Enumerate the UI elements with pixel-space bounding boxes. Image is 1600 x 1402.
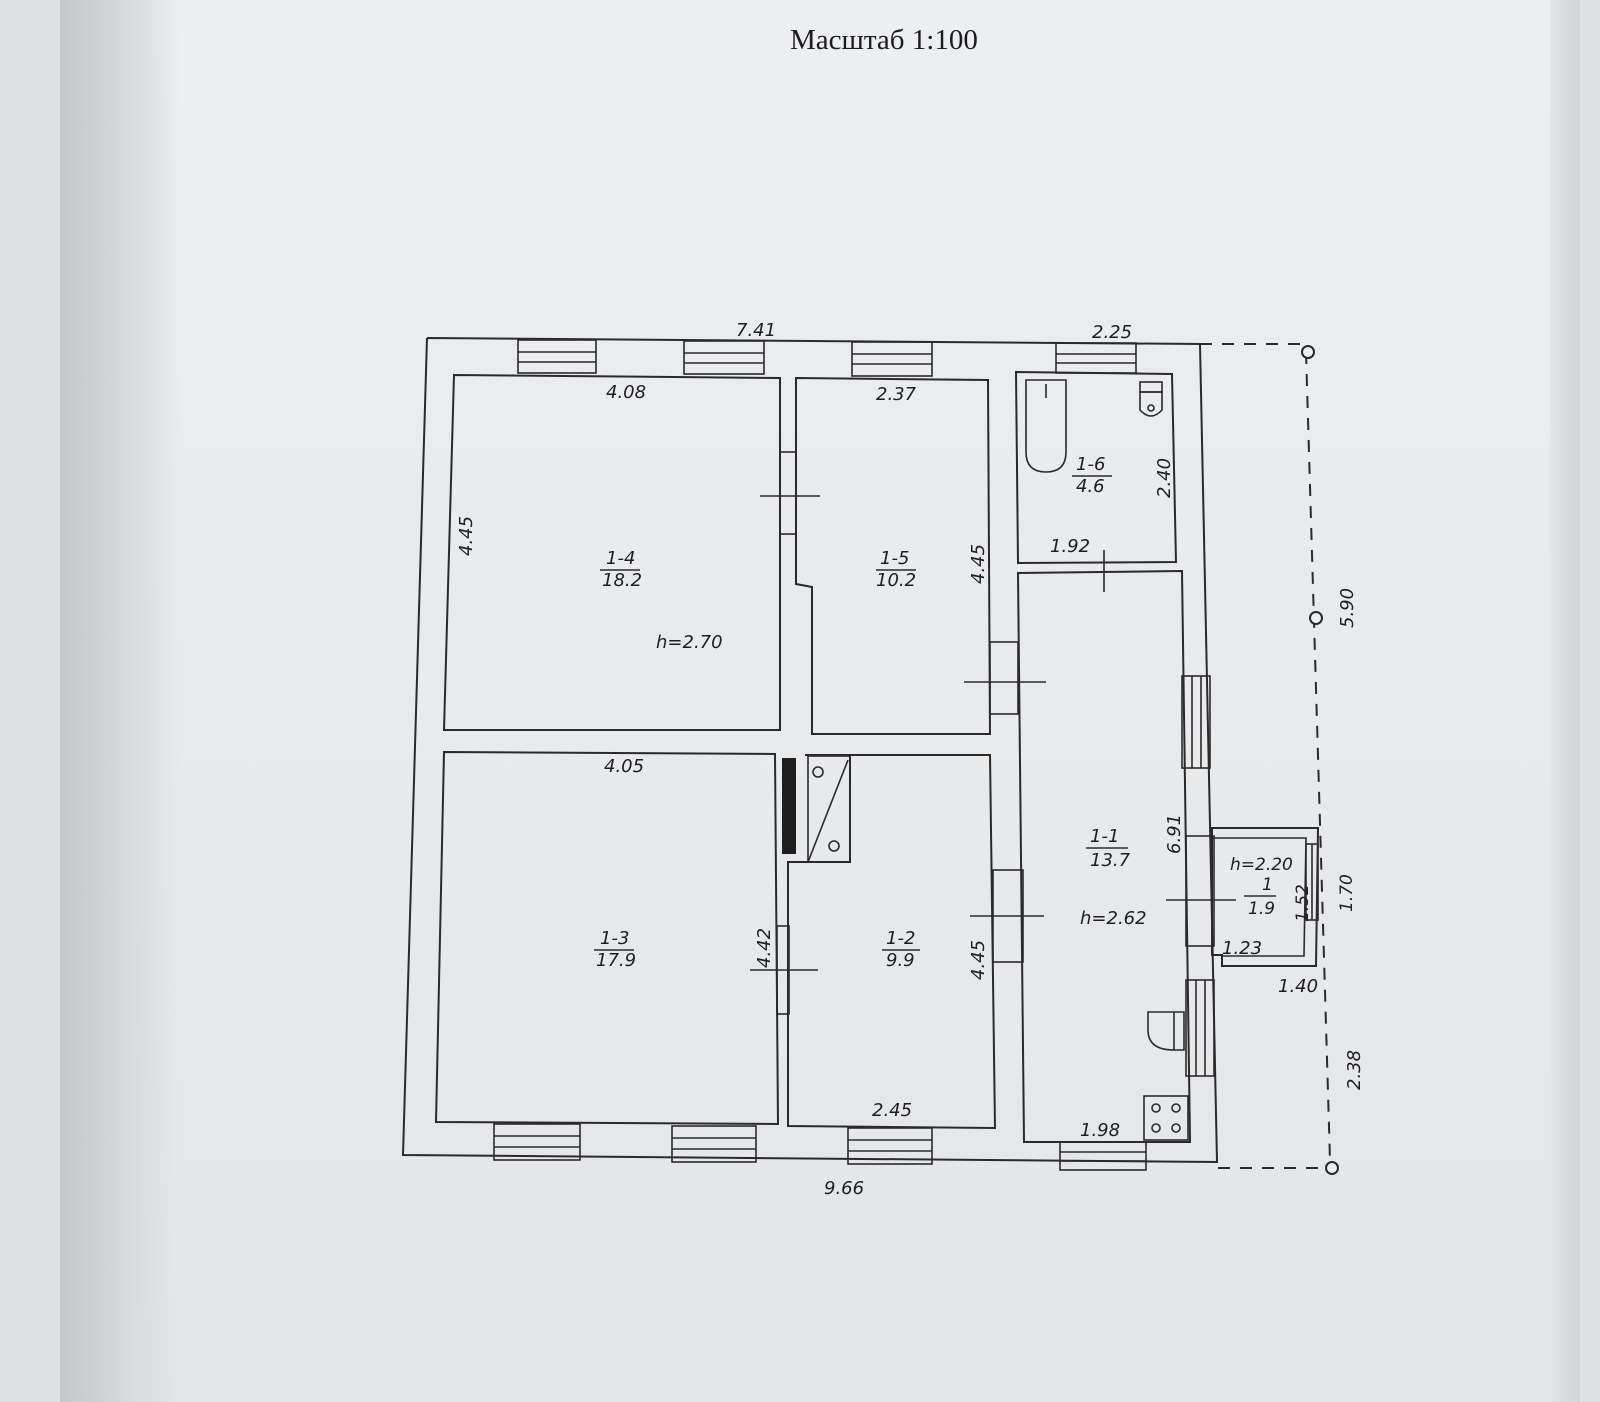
room-1-3-side: 4.42 <box>754 928 775 968</box>
toilet-icon <box>1139 381 1163 417</box>
room-1-1-label: 1-1 13.7 <box>1086 826 1131 871</box>
svg-text:1-5: 1-5 <box>880 548 909 569</box>
dim-bottom: 9.66 <box>824 1178 864 1199</box>
dim-right-lower: 2.38 <box>1344 1050 1365 1090</box>
dim-top-left: 7.41 <box>736 320 776 341</box>
svg-text:1-2: 1-2 <box>886 928 915 949</box>
dim-top-right: 2.25 <box>1092 322 1132 343</box>
room-1-4-top: 4.08 <box>606 382 646 403</box>
windows <box>493 339 1319 1171</box>
porch-outer-width: 1.40 <box>1278 976 1318 997</box>
porch-height: h=2.20 <box>1230 855 1293 875</box>
svg-text:10.2: 10.2 <box>876 570 916 591</box>
door <box>1166 835 1236 947</box>
window <box>671 1125 757 1163</box>
svg-text:18.2: 18.2 <box>602 570 642 591</box>
room-1-6-side: 2.40 <box>1154 458 1175 498</box>
porch-side: 1.52 <box>1293 884 1313 922</box>
window <box>493 1123 581 1161</box>
survey-point <box>1301 345 1315 359</box>
room-1-3-label: 1-3 17.9 <box>594 928 636 971</box>
scale-title: Масштаб 1:100 <box>790 24 978 56</box>
room-labels: 1-4 18.2 h=2.70 1-5 10.2 1-6 4.6 1-3 17.… <box>594 454 1293 971</box>
porch-width: 1.23 <box>1222 938 1262 959</box>
room-1-3-outline <box>434 750 780 1126</box>
room-1-1-bottom: 1.98 <box>1080 1120 1120 1141</box>
svg-text:1-6: 1-6 <box>1076 454 1105 475</box>
page-edge <box>1550 0 1580 1402</box>
door <box>964 641 1046 715</box>
svg-text:4.6: 4.6 <box>1076 476 1105 497</box>
doors <box>750 451 1236 1015</box>
room-1-1-outline <box>1016 569 1192 1143</box>
boundary-line <box>1200 343 1339 1175</box>
room-1-5-side: 4.45 <box>968 544 989 584</box>
dim-right-upper: 5.90 <box>1337 588 1358 628</box>
room-outlines <box>434 370 1320 1143</box>
door <box>760 451 820 535</box>
window <box>1055 342 1137 374</box>
room-1-5-top: 2.37 <box>876 384 917 405</box>
cooktop-icon <box>1143 1095 1189 1141</box>
stove-icon <box>807 755 851 863</box>
window <box>1185 979 1215 1077</box>
sink-icon <box>1147 1011 1185 1051</box>
room-1-1-height: h=2.62 <box>1080 908 1147 929</box>
porch-outline <box>1211 827 1320 967</box>
svg-text:9.9: 9.9 <box>886 950 915 971</box>
survey-point <box>1309 611 1323 625</box>
svg-text:1-3: 1-3 <box>600 928 629 949</box>
fixtures <box>782 379 1189 1141</box>
chimney-icon <box>782 758 796 854</box>
window <box>517 339 597 374</box>
window <box>1305 843 1319 921</box>
window <box>1181 675 1211 769</box>
room-1-4-outline <box>442 373 781 731</box>
door <box>970 869 1044 963</box>
room-1-4-side: 4.45 <box>456 516 477 556</box>
room-1-2-bottom: 2.45 <box>872 1100 912 1121</box>
room-1-5-label: 1-5 10.2 <box>876 548 916 591</box>
room-1-4-height: h=2.70 <box>656 632 723 653</box>
survey-point <box>1325 1161 1339 1175</box>
paper-sheet <box>60 0 1580 1402</box>
outer-walls <box>401 337 1219 1164</box>
svg-text:17.9: 17.9 <box>596 950 636 971</box>
room-1-2-label: 1-2 9.9 <box>882 928 920 971</box>
window <box>683 340 765 375</box>
svg-text:1-1: 1-1 <box>1090 826 1119 847</box>
svg-text:13.7: 13.7 <box>1090 850 1131 871</box>
window <box>851 341 933 377</box>
room-1-3-top: 4.05 <box>604 756 644 777</box>
porch-label: 1 1.9 <box>1244 875 1276 919</box>
window <box>1059 1141 1147 1171</box>
door <box>750 925 818 1015</box>
window <box>847 1127 933 1165</box>
room-1-4-label: 1-4 18.2 <box>600 548 642 591</box>
room-1-5-outline <box>795 376 992 735</box>
room-1-6-bottom: 1.92 <box>1050 536 1090 557</box>
svg-text:1-4: 1-4 <box>606 548 635 569</box>
svg-text:1.9: 1.9 <box>1248 899 1275 919</box>
room-1-1-side: 6.91 <box>1164 814 1185 854</box>
room-1-6-label: 1-6 4.6 <box>1072 454 1112 497</box>
bathtub-icon <box>1025 379 1067 473</box>
dimension-labels: 7.41 2.25 9.66 5.90 2.38 4.08 4.45 2.37 … <box>456 320 1365 1199</box>
page-shadow <box>60 0 180 1402</box>
room-1-2-side: 4.45 <box>968 940 989 980</box>
svg-text:1: 1 <box>1262 875 1273 895</box>
porch-outer-side: 1.70 <box>1337 874 1357 912</box>
